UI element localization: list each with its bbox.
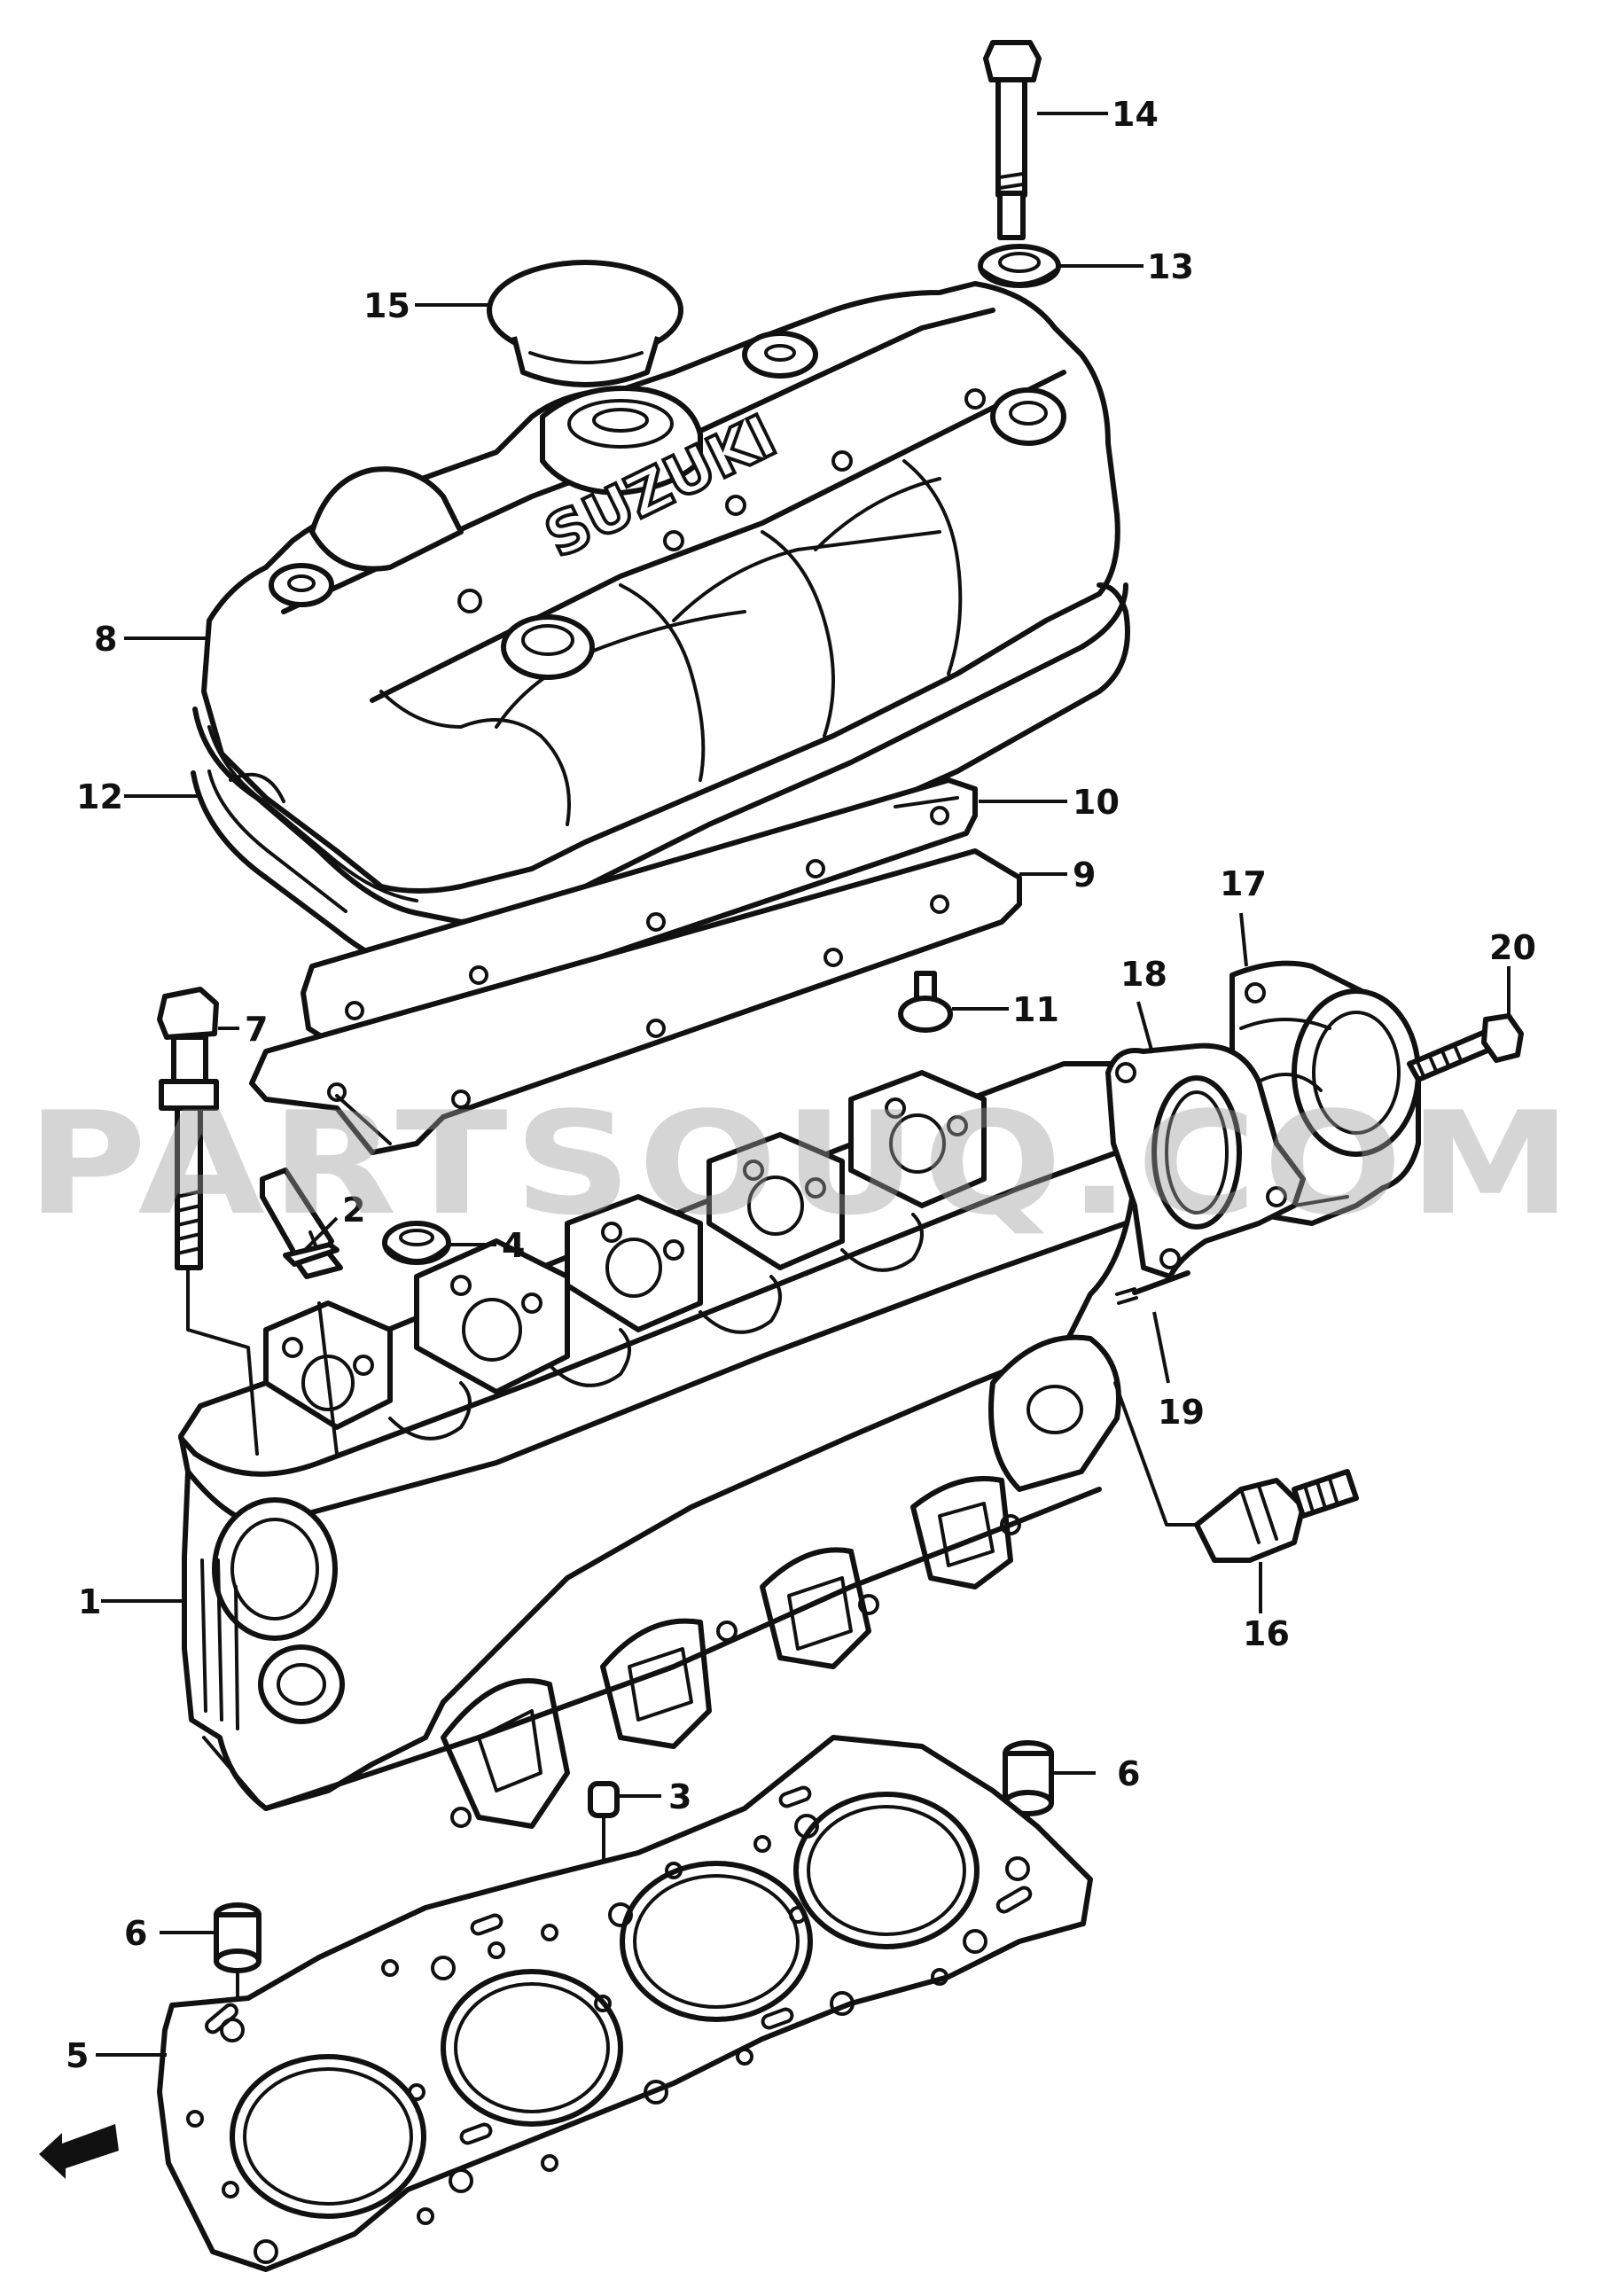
leader-lines bbox=[96, 112, 1510, 2057]
callout-18: 18 bbox=[1120, 955, 1167, 994]
part-6-dowel-b bbox=[214, 1902, 261, 2032]
watermark-text: PARTSOUQ.COM bbox=[27, 1081, 1578, 1246]
part-16-temp-sensor bbox=[1194, 1469, 1359, 1563]
callout-8: 8 bbox=[94, 620, 117, 659]
callout-9: 9 bbox=[1073, 855, 1096, 894]
part-2-valve-guide bbox=[260, 1168, 343, 1279]
part-1-cylinder-head bbox=[178, 1061, 1137, 1829]
part-18-outlet-gasket bbox=[1105, 1043, 1306, 1279]
part-14-bolt bbox=[983, 40, 1042, 240]
callout-20: 20 bbox=[1489, 928, 1536, 967]
callout-2: 2 bbox=[342, 1191, 365, 1230]
callout-15: 15 bbox=[363, 286, 410, 325]
callout-16: 16 bbox=[1243, 1614, 1290, 1653]
callout-12: 12 bbox=[76, 777, 123, 816]
part-4-seal bbox=[382, 1221, 451, 1265]
callout-labels: 14 13 15 8 12 10 9 17 20 18 11 7 2 4 19 … bbox=[66, 95, 1536, 2075]
callout-1: 1 bbox=[78, 1582, 101, 1621]
part-19-stud bbox=[1115, 1270, 1190, 1305]
callout-11: 11 bbox=[1012, 990, 1059, 1029]
callout-17: 17 bbox=[1220, 864, 1267, 903]
callout-14: 14 bbox=[1112, 95, 1159, 134]
part-7-head-bolt bbox=[157, 987, 219, 1270]
callout-6-right: 6 bbox=[1117, 1754, 1140, 1793]
callout-5: 5 bbox=[66, 2036, 89, 2075]
part-5-head-gasket bbox=[157, 1735, 1093, 2272]
callout-19: 19 bbox=[1158, 1393, 1205, 1432]
callout-10: 10 bbox=[1073, 783, 1120, 822]
callout-3: 3 bbox=[668, 1777, 691, 1816]
part-11-bolt bbox=[898, 971, 953, 1033]
callout-7: 7 bbox=[245, 1010, 268, 1049]
part-9-plate bbox=[249, 848, 1022, 1155]
part-15-oil-cap bbox=[487, 260, 683, 387]
cam-towers bbox=[263, 1070, 987, 1441]
front-direction-arrow-icon bbox=[39, 2124, 119, 2179]
part-8-head-cover: SUZUKI bbox=[192, 281, 1128, 925]
part-20-bolt bbox=[1407, 1013, 1524, 1082]
callout-4: 4 bbox=[502, 1226, 525, 1265]
callout-6-left: 6 bbox=[124, 1914, 147, 1953]
part-13-grommet bbox=[978, 244, 1061, 288]
callout-13: 13 bbox=[1147, 247, 1194, 286]
